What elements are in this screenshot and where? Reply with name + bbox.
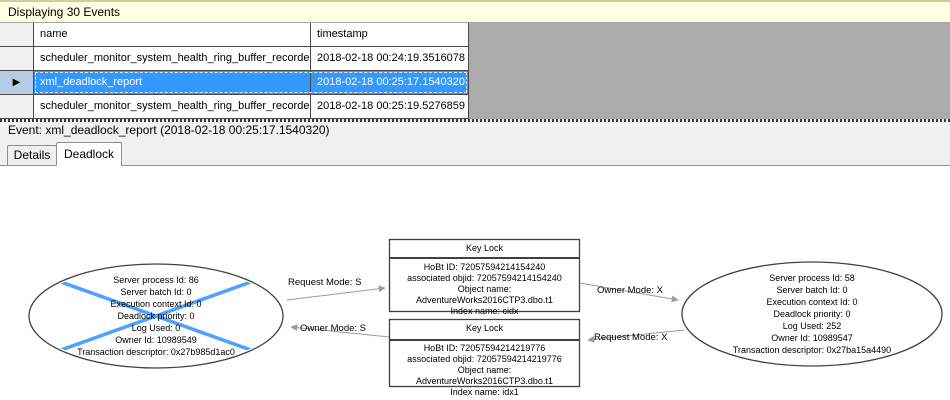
text-line: Execution context Id: 0 <box>110 299 202 309</box>
resource-top-title: Key Lock <box>465 243 504 253</box>
pane-splitter[interactable] <box>0 119 950 122</box>
text-line: Server batch Id: 0 <box>776 285 848 295</box>
cell-event-name[interactable]: scheduler_monitor_system_health_ring_buf… <box>34 47 311 71</box>
text-line: Server process Id: 86 <box>113 275 199 285</box>
edge-request-s <box>286 285 386 301</box>
grid-header-row: name timestamp <box>0 23 950 47</box>
text-line: Index name: idx1 <box>450 387 519 397</box>
table-row-selected[interactable]: ▶ xml_deadlock_report 2018-02-18 00:25:1… <box>0 71 950 95</box>
text-line: Log Used: 0 <box>131 323 181 333</box>
text-line: HoBt ID: 72057594214219776 <box>423 343 546 353</box>
edge-label-request-x: Request Mode: X <box>594 332 668 343</box>
edge-owner-x <box>579 282 679 303</box>
text-line: Server batch Id: 0 <box>120 287 192 297</box>
cell-event-timestamp[interactable]: 2018-02-18 00:25:17.1540320 <box>311 71 469 95</box>
victim-cross-icon <box>31 266 281 366</box>
cell-event-name[interactable]: scheduler_monitor_system_health_ring_buf… <box>34 95 311 119</box>
text-line: Deadlock priority: 0 <box>117 311 195 321</box>
cell-event-timestamp[interactable]: 2018-02-18 00:24:19.3516078 <box>311 47 469 71</box>
text-line: HoBt ID: 72057594214154240 <box>423 262 546 272</box>
text-line: Owner Id: 10989549 <box>115 335 197 345</box>
edge-owner-s <box>290 324 390 338</box>
tab-details[interactable]: Details <box>7 145 57 165</box>
text-line: Owner Id: 10989547 <box>771 333 853 343</box>
process-right-text[interactable]: Server process Id: 58 Server batch Id: 0 E… <box>682 272 942 356</box>
edge-request-x <box>587 329 685 343</box>
edge-label-owner-s: Owner Mode: S <box>300 323 366 334</box>
resource-node-bottom[interactable] <box>388 318 581 388</box>
process-node-right[interactable] <box>681 261 943 367</box>
text-line: Log Used: 252 <box>782 321 842 331</box>
selected-event-caption: Event: xml_deadlock_report (2018-02-18 0… <box>0 122 950 140</box>
grid-corner-cell <box>0 23 34 47</box>
text-line: Execution context Id: 0 <box>766 297 858 307</box>
column-header-name[interactable]: name <box>34 23 311 47</box>
events-count-bar: Displaying 30 Events <box>0 0 950 23</box>
edge-label-owner-x: Owner Mode: X <box>597 285 663 296</box>
resource-node-top[interactable] <box>388 238 581 313</box>
cell-event-timestamp[interactable]: 2018-02-18 00:25:19.5276859 <box>311 95 469 119</box>
current-row-arrow-icon: ▶ <box>12 77 21 88</box>
column-header-timestamp[interactable]: timestamp <box>311 23 469 47</box>
process-victim-text[interactable]: Server process Id: 86 Server batch Id: 0 E… <box>30 274 282 358</box>
text-line: Index name: cidx <box>450 306 519 316</box>
table-row[interactable]: scheduler_monitor_system_health_ring_buf… <box>0 47 950 71</box>
text-line: Object name: AdventureWorks2016CTP3.dbo.… <box>416 365 553 386</box>
deadlock-graph-pane: Server process Id: 86 Server batch Id: 0 E… <box>0 166 950 400</box>
events-grid[interactable]: name timestamp scheduler_monitor_system_… <box>0 23 950 119</box>
text-line: associated objid: 72057594214219776 <box>407 354 562 364</box>
text-line: Transaction descriptor: 0x27ba15a4490 <box>732 345 892 355</box>
row-selector[interactable] <box>0 47 34 71</box>
row-selector[interactable]: ▶ <box>0 71 34 95</box>
text-line: Object name: AdventureWorks2016CTP3.dbo.… <box>416 284 553 305</box>
tab-deadlock[interactable]: Deadlock <box>56 142 122 166</box>
cell-event-name[interactable]: xml_deadlock_report <box>34 71 311 95</box>
detail-tabstrip: Details Deadlock <box>0 140 950 166</box>
text-line: Transaction descriptor: 0x27b985d1ac0 <box>77 347 235 357</box>
text-line: Deadlock priority: 0 <box>773 309 851 319</box>
table-row[interactable]: scheduler_monitor_system_health_ring_buf… <box>0 95 950 119</box>
text-line: Server process Id: 58 <box>769 273 855 283</box>
row-selector[interactable] <box>0 95 34 119</box>
text-line: associated objid: 72057594214154240 <box>407 273 562 283</box>
edge-label-request-s: Request Mode: S <box>288 277 362 288</box>
resource-bottom-title: Key Lock <box>465 323 504 333</box>
deadlock-graph-canvas <box>28 238 943 388</box>
